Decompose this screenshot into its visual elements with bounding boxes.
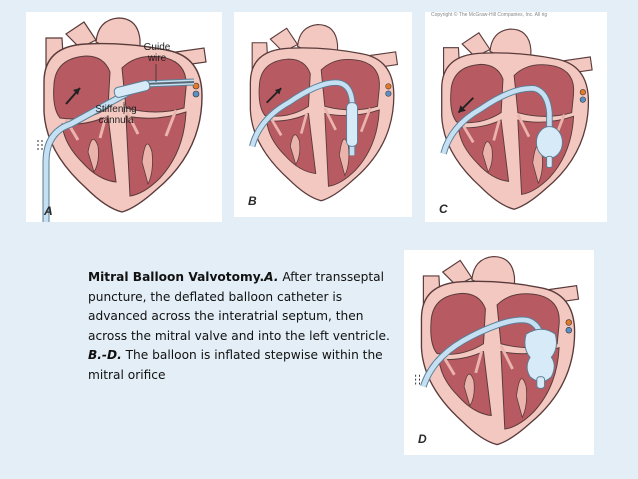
label-guide-wire: Guide wire [143,42,171,64]
heart-illustration-c [440,27,594,211]
panel-b: B [234,12,412,217]
heart-illustration-a [37,16,208,222]
heart-illustration-d [415,255,580,447]
caption-part-bd: B.-D. [88,348,122,363]
caption-part-a: A. [264,270,279,284]
panel-letter-c: C [439,202,448,216]
panel-a: Guide wire Stiffening cannula A [26,12,222,222]
panel-letter-d: D [418,432,427,446]
panel-letter-a: A [44,204,53,218]
copyright-notice: Copyright © The McGraw-Hill Companies, I… [431,12,548,18]
caption-text-bd: The balloon is inflated stepwise within … [88,348,383,382]
label-stiffening-cannula: Stiffening cannula [95,104,137,126]
heart-illustration-b [248,23,399,203]
caption-text-a: After transseptal puncture, the deflated… [88,270,390,343]
panel-d: D [404,250,594,455]
panel-c: Copyright © The McGraw-Hill Companies, I… [425,12,607,222]
panel-letter-b: B [248,194,257,208]
figure-caption: Mitral Balloon Valvotomy.A. After transs… [88,268,400,386]
caption-title: Mitral Balloon Valvotomy. [88,270,265,284]
